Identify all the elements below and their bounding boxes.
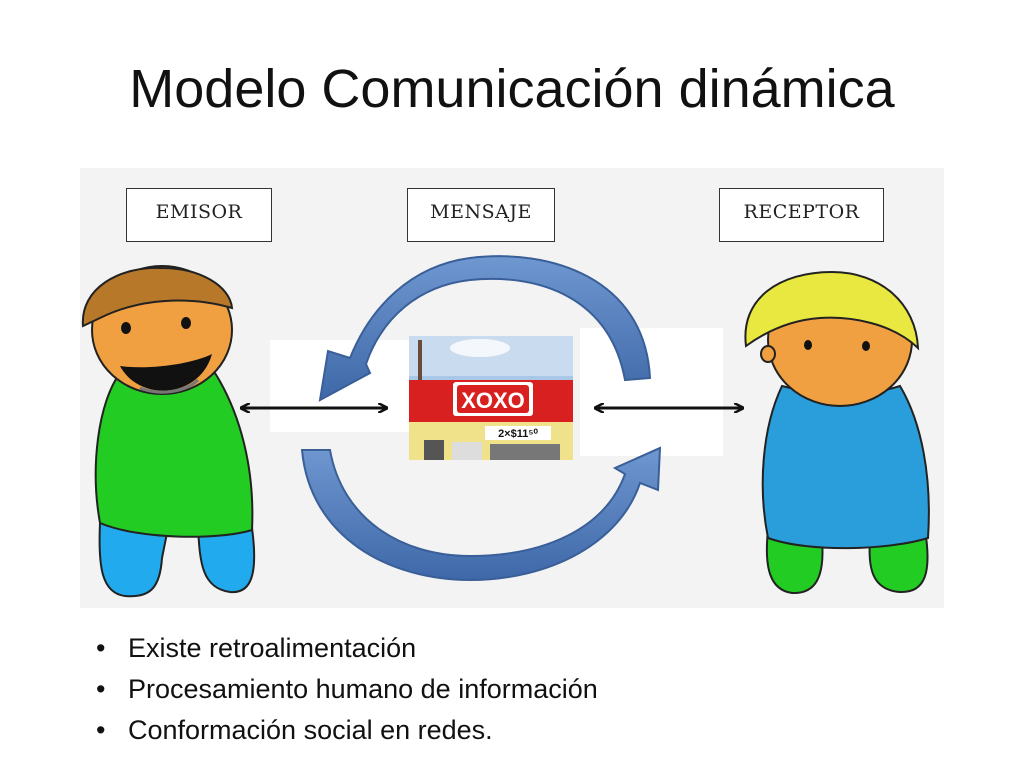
right-panel: [580, 328, 723, 456]
receiver-right-eye: [862, 341, 870, 351]
store-sign-text: XOXO: [461, 388, 525, 413]
feedback-arc-bottom: [300, 446, 662, 582]
bullet-text: Existe retroalimentación: [128, 633, 417, 663]
receiver-hair: [744, 270, 920, 351]
bullet-list: • Existe retroalimentación • Procesamiento…: [96, 628, 598, 751]
receiver-label: RECEPTOR: [743, 201, 860, 223]
store-photo: XOXO 2×$11⁵⁰: [409, 336, 573, 460]
emitter-right-eye: [181, 317, 191, 329]
emitter-left-leg: [98, 521, 170, 598]
store-promo-text: 2×$11⁵⁰: [498, 428, 538, 440]
emitter-label-box: EMISOR: [126, 188, 272, 242]
bullet-item: • Procesamiento humano de información: [96, 669, 598, 710]
feedback-arc-top: [318, 255, 652, 402]
bullet-item: • Existe retroalimentación: [96, 628, 598, 669]
diagram-canvas: XOXO 2×$11⁵⁰: [81, 255, 930, 598]
receiver-label-box: RECEPTOR: [719, 188, 884, 242]
emitter-mouth: [120, 354, 212, 391]
receiver-ear: [760, 345, 776, 363]
bullet-dot: •: [96, 715, 106, 745]
receiver-left-eye: [804, 340, 812, 350]
bullet-item: • Conformación social en redes.: [96, 710, 598, 751]
bullet-text: Procesamiento humano de información: [128, 674, 598, 704]
emitter-shirt: [94, 371, 254, 538]
slide-title: Modelo Comunicación dinámica: [129, 59, 895, 119]
receiver-character: [744, 270, 930, 595]
bullet-dot: •: [96, 674, 106, 704]
communication-diagram: EMISOR MENSAJE RECEPTOR: [80, 168, 944, 608]
emitter-character: [81, 265, 256, 598]
bullet-text: Conformación social en redes.: [128, 715, 493, 745]
emitter-label: EMISOR: [155, 201, 243, 223]
emitter-hair: [81, 266, 234, 328]
emitter-tongue: [139, 378, 200, 394]
message-label-box: MENSAJE: [407, 188, 555, 242]
message-label: MENSAJE: [430, 201, 532, 223]
bullet-dot: •: [96, 633, 106, 663]
emitter-left-eye: [121, 322, 131, 334]
receiver-shirt: [761, 384, 930, 550]
emitter-right-leg: [196, 527, 256, 594]
